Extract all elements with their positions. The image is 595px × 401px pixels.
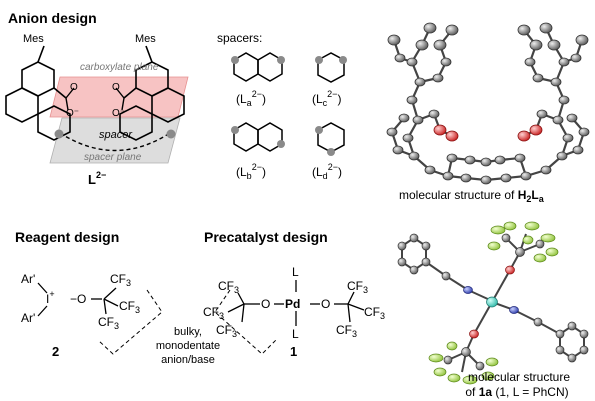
spacer-lb-label: (Lb2−) [236,162,266,181]
spacer-ld-label: (Ld2−) [312,162,342,181]
precatalyst-1-structure: CF3 CF3 CF3 L O Pd O L CF3 CF3 CF3 1 [203,265,385,359]
reagent-cf3-top: CF3 [110,272,131,288]
reagent-oxygen-label: −O [70,292,86,306]
precat-number: 1 [290,344,297,359]
precat-cf3-top-right: CF3 [347,279,368,295]
h2la-molecular-structure: molecular structure of H2La [386,22,590,204]
annotation-line1: bulky, [174,326,202,338]
pd-caption-line1: molecular structure [468,370,570,384]
precat-o-right: O [321,297,330,311]
spacers-title: spacers: [217,31,262,45]
spacer-ld-dot-2 [327,148,335,156]
spacer-ld-structure [317,122,345,153]
reagent-ar1-label: Ar' [21,272,35,286]
ligand-label: L2− [88,170,106,187]
left-aryl-backbone [5,45,71,141]
spacers-panel: spacers: (La2−) (Lc2−) (Lb2−) (Ld2−) [217,31,347,181]
precat-pd: Pd [285,297,300,311]
reagent-bonds [37,282,119,317]
reagent-number: 2 [52,344,59,359]
pd-atom [486,296,498,308]
o-left-label: O [70,82,78,93]
spacer-arc [59,132,171,152]
precat-cf3-top-left: CF3 [218,279,239,295]
spacer-la-dot-1 [231,56,239,64]
precat-cf3-mid-right: CF3 [364,305,385,321]
spacer-lc-label: (Lc2−) [312,89,341,108]
spacer-la-dot-2 [277,56,285,64]
precat-cf3-bottom-right: CF3 [336,323,357,339]
annotation-line3: anion/base [161,354,215,366]
mes-right-label: Mes [135,33,156,45]
annotation-line2: monodentate [156,340,220,352]
anion-scheme: Mes Mes carboxylate plane O O O⁻ O⁻ spac… [5,33,189,187]
precat-cf3-mid-left: CF3 [203,305,224,321]
precat-o-left: O [261,297,270,311]
reagent-ar2-label: Ar' [21,311,35,325]
spacer-lc-dot-1 [315,56,323,64]
spacer-la-label: (La2−) [236,89,266,108]
spacer-plane [49,117,181,164]
spacer-lc-dot-2 [339,56,347,64]
precat-cf3-bottom-left: CF3 [216,323,237,339]
pd-complex-atoms [397,221,589,385]
o-minus-right-label: O⁻ [112,108,125,119]
spacer-ld-dot-1 [315,126,323,134]
spacer-plane-label: spacer plane [84,152,142,163]
spacer-attachment-left [54,129,64,139]
o-minus-left-label: O⁻ [66,108,79,119]
spacer-lc-structure [317,52,345,83]
h2la-atoms [386,22,590,185]
heading-precatalyst-design: Precatalyst design [204,229,328,245]
pd-complex-molecular-structure: molecular structure of 1a (1, L = PhCN) [397,221,589,399]
pd-caption-line2: of 1a (1, L = PhCN) [465,385,568,399]
spacer-lb-structure [233,122,283,152]
mes-left-label: Mes [23,33,44,45]
reagent-2-structure: Ar' Ar' I+ −O CF3 CF3 CF3 2 [21,272,140,359]
spacer-lb-dot-1 [231,126,239,134]
precat-L-bottom: L [292,327,299,341]
precat-bonds [227,280,365,326]
reagent-cf3-bottom: CF3 [98,315,119,331]
heading-anion-design: Anion design [8,10,97,26]
spacer-attachment-right [166,129,176,139]
o-right-label: O [112,82,120,93]
h2la-caption: molecular structure of H2La [399,188,545,204]
right-aryl-backbone [119,45,185,141]
precat-L-top: L [292,265,299,279]
heading-reagent-design: Reagent design [15,229,119,245]
spacer-lb-dot-2 [277,140,285,148]
spacer-la-structure [233,52,283,82]
h2la-bonds [390,27,586,182]
spacer-label: spacer [99,129,133,141]
carboxylate-plane-label: carboxylate plane [80,62,159,73]
reagent-iodine-label: I+ [46,289,55,306]
annotation-brackets [97,289,277,355]
reagent-cf3-right: CF3 [119,299,140,315]
carboxylate-bonds [65,87,125,111]
